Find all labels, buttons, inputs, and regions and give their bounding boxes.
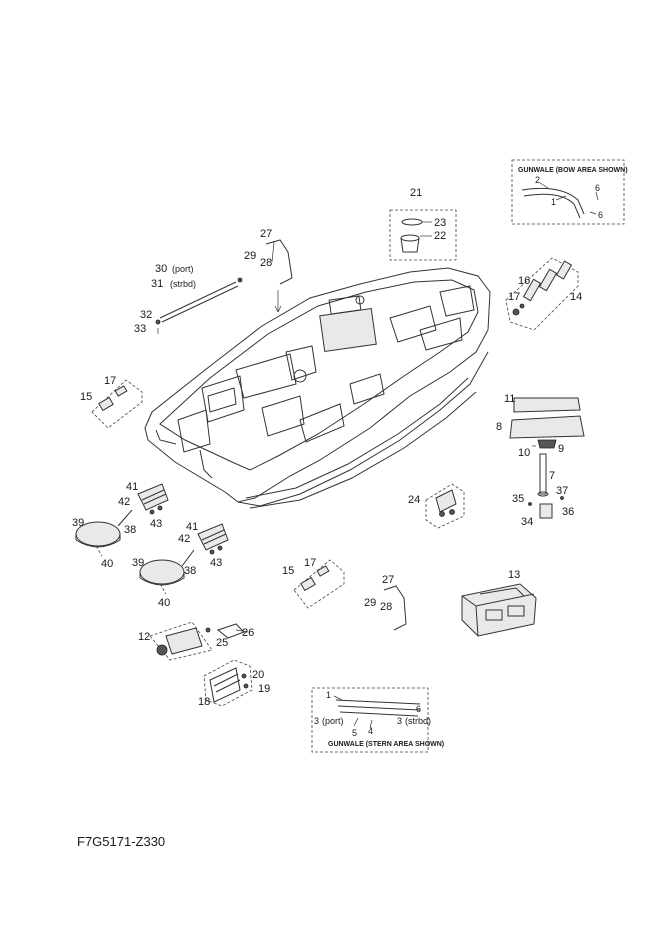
callout-26: 26 — [242, 627, 254, 639]
callout-31: 31 — [151, 278, 163, 290]
hinge-25-26: 26 25 — [216, 623, 254, 649]
qualifier-strbd-31: (strbd) — [170, 279, 196, 289]
callout-6-bow-b: 6 — [598, 210, 603, 220]
cleat-group-right: 16 17 14 — [505, 257, 582, 331]
clamp-group-34: 35 37 36 34 — [512, 485, 574, 528]
cup-holder-group: 21 23 22 — [389, 187, 457, 261]
seat-assembly-upper: 39 40 41 42 43 38 — [72, 481, 169, 570]
callout-15-left: 15 — [80, 391, 92, 403]
cleat-group-center: 17 15 — [282, 557, 345, 609]
callout-4-stern: 4 — [368, 726, 373, 736]
boat-hull-illustration — [144, 267, 491, 509]
inset-stern-title: GUNWALE (STERN AREA SHOWN) — [328, 741, 444, 748]
callout-7: 7 — [549, 470, 555, 482]
callout-8: 8 — [496, 421, 502, 433]
seat-assembly-lower: 39 40 41 42 43 38 — [132, 521, 229, 609]
callout-18: 18 — [198, 696, 210, 708]
callout-17-right: 17 — [508, 291, 520, 303]
callout-38-upper: 38 — [124, 524, 136, 536]
callout-27-lower: 27 — [382, 574, 394, 586]
callout-9: 9 — [558, 443, 564, 455]
callout-10: 10 — [518, 447, 530, 459]
callout-41-upper: 41 — [126, 481, 138, 493]
callout-29-lower: 29 — [364, 597, 376, 609]
callout-27-upper: 27 — [260, 228, 272, 240]
callout-29-upper: 29 — [244, 250, 256, 262]
callout-6-bow-a: 6 — [595, 183, 600, 193]
callout-11: 11 — [504, 393, 515, 405]
callout-15-center: 15 — [282, 565, 294, 577]
callout-39-upper: 39 — [72, 517, 84, 529]
callout-3-stern-strbd: 3 — [397, 716, 402, 726]
grab-rail-lower: 27 29 28 — [364, 574, 407, 631]
callout-43-upper: 43 — [150, 518, 162, 530]
callout-3-stern-port: 3 — [314, 716, 319, 726]
callout-35: 35 — [512, 493, 524, 505]
grab-rail-upper: 27 29 28 — [244, 228, 293, 313]
table-pedestal-group: 11 8 10 9 7 — [496, 393, 585, 497]
inset-bow-title: GUNWALE (BOW AREA SHOWN) — [518, 167, 628, 174]
qualifier-port-3: (port) — [322, 716, 344, 726]
handrail-30-31: 30 (port) 31 (strbd) 32 33 — [134, 263, 243, 335]
inset-gunwale-stern: 1 6 3 (port) 3 (strbd) 5 4 GUNWALE (STER… — [311, 687, 444, 753]
qualifier-port-30: (port) — [172, 264, 194, 274]
callout-12: 12 — [138, 631, 150, 643]
callout-39-lower: 39 — [132, 557, 144, 569]
callout-38-lower: 38 — [184, 565, 196, 577]
callout-21: 21 — [410, 187, 422, 199]
callout-41-lower: 41 — [186, 521, 198, 533]
callout-40-upper: 40 — [101, 558, 113, 570]
inset-gunwale-bow: GUNWALE (BOW AREA SHOWN) 2 1 6 6 — [511, 159, 628, 225]
callout-34: 34 — [521, 516, 533, 528]
callout-37: 37 — [556, 485, 568, 497]
callout-2-bow: 2 — [535, 175, 540, 185]
callout-22: 22 — [434, 230, 446, 242]
callout-28-lower: 28 — [380, 601, 392, 613]
callout-23: 23 — [434, 217, 446, 229]
callout-42-upper: 42 — [118, 496, 130, 508]
callout-25: 25 — [216, 637, 228, 649]
plate-12: 12 — [138, 621, 213, 661]
callout-5-stern: 5 — [352, 728, 357, 738]
callout-40-lower: 40 — [158, 597, 170, 609]
callout-28-upper: 28 — [260, 257, 272, 269]
callout-20: 20 — [252, 669, 264, 681]
callout-1-stern: 1 — [326, 690, 331, 700]
callout-32: 32 — [140, 309, 152, 321]
ladder-18: 20 19 18 — [198, 659, 270, 708]
diagram-reference-id: F7G5171-Z330 — [77, 834, 166, 849]
callout-17-center: 17 — [304, 557, 316, 569]
mount-24: 24 — [408, 483, 465, 529]
cleat-group-left: 17 15 — [80, 375, 143, 429]
callout-24: 24 — [408, 494, 420, 506]
callout-36: 36 — [562, 506, 574, 518]
callout-6-stern: 6 — [416, 704, 421, 714]
callout-13: 13 — [508, 569, 520, 581]
callout-33: 33 — [134, 323, 146, 335]
callout-43-lower: 43 — [210, 557, 222, 569]
callout-30: 30 — [155, 263, 167, 275]
callout-19: 19 — [258, 683, 270, 695]
callout-14: 14 — [570, 291, 582, 303]
callout-42-lower: 42 — [178, 533, 190, 545]
qualifier-strbd-3: (strbd) — [405, 716, 431, 726]
callout-16: 16 — [518, 275, 530, 287]
callout-1-bow: 1 — [551, 197, 556, 207]
callout-17-left: 17 — [104, 375, 116, 387]
cooler-13: 13 — [461, 569, 537, 637]
